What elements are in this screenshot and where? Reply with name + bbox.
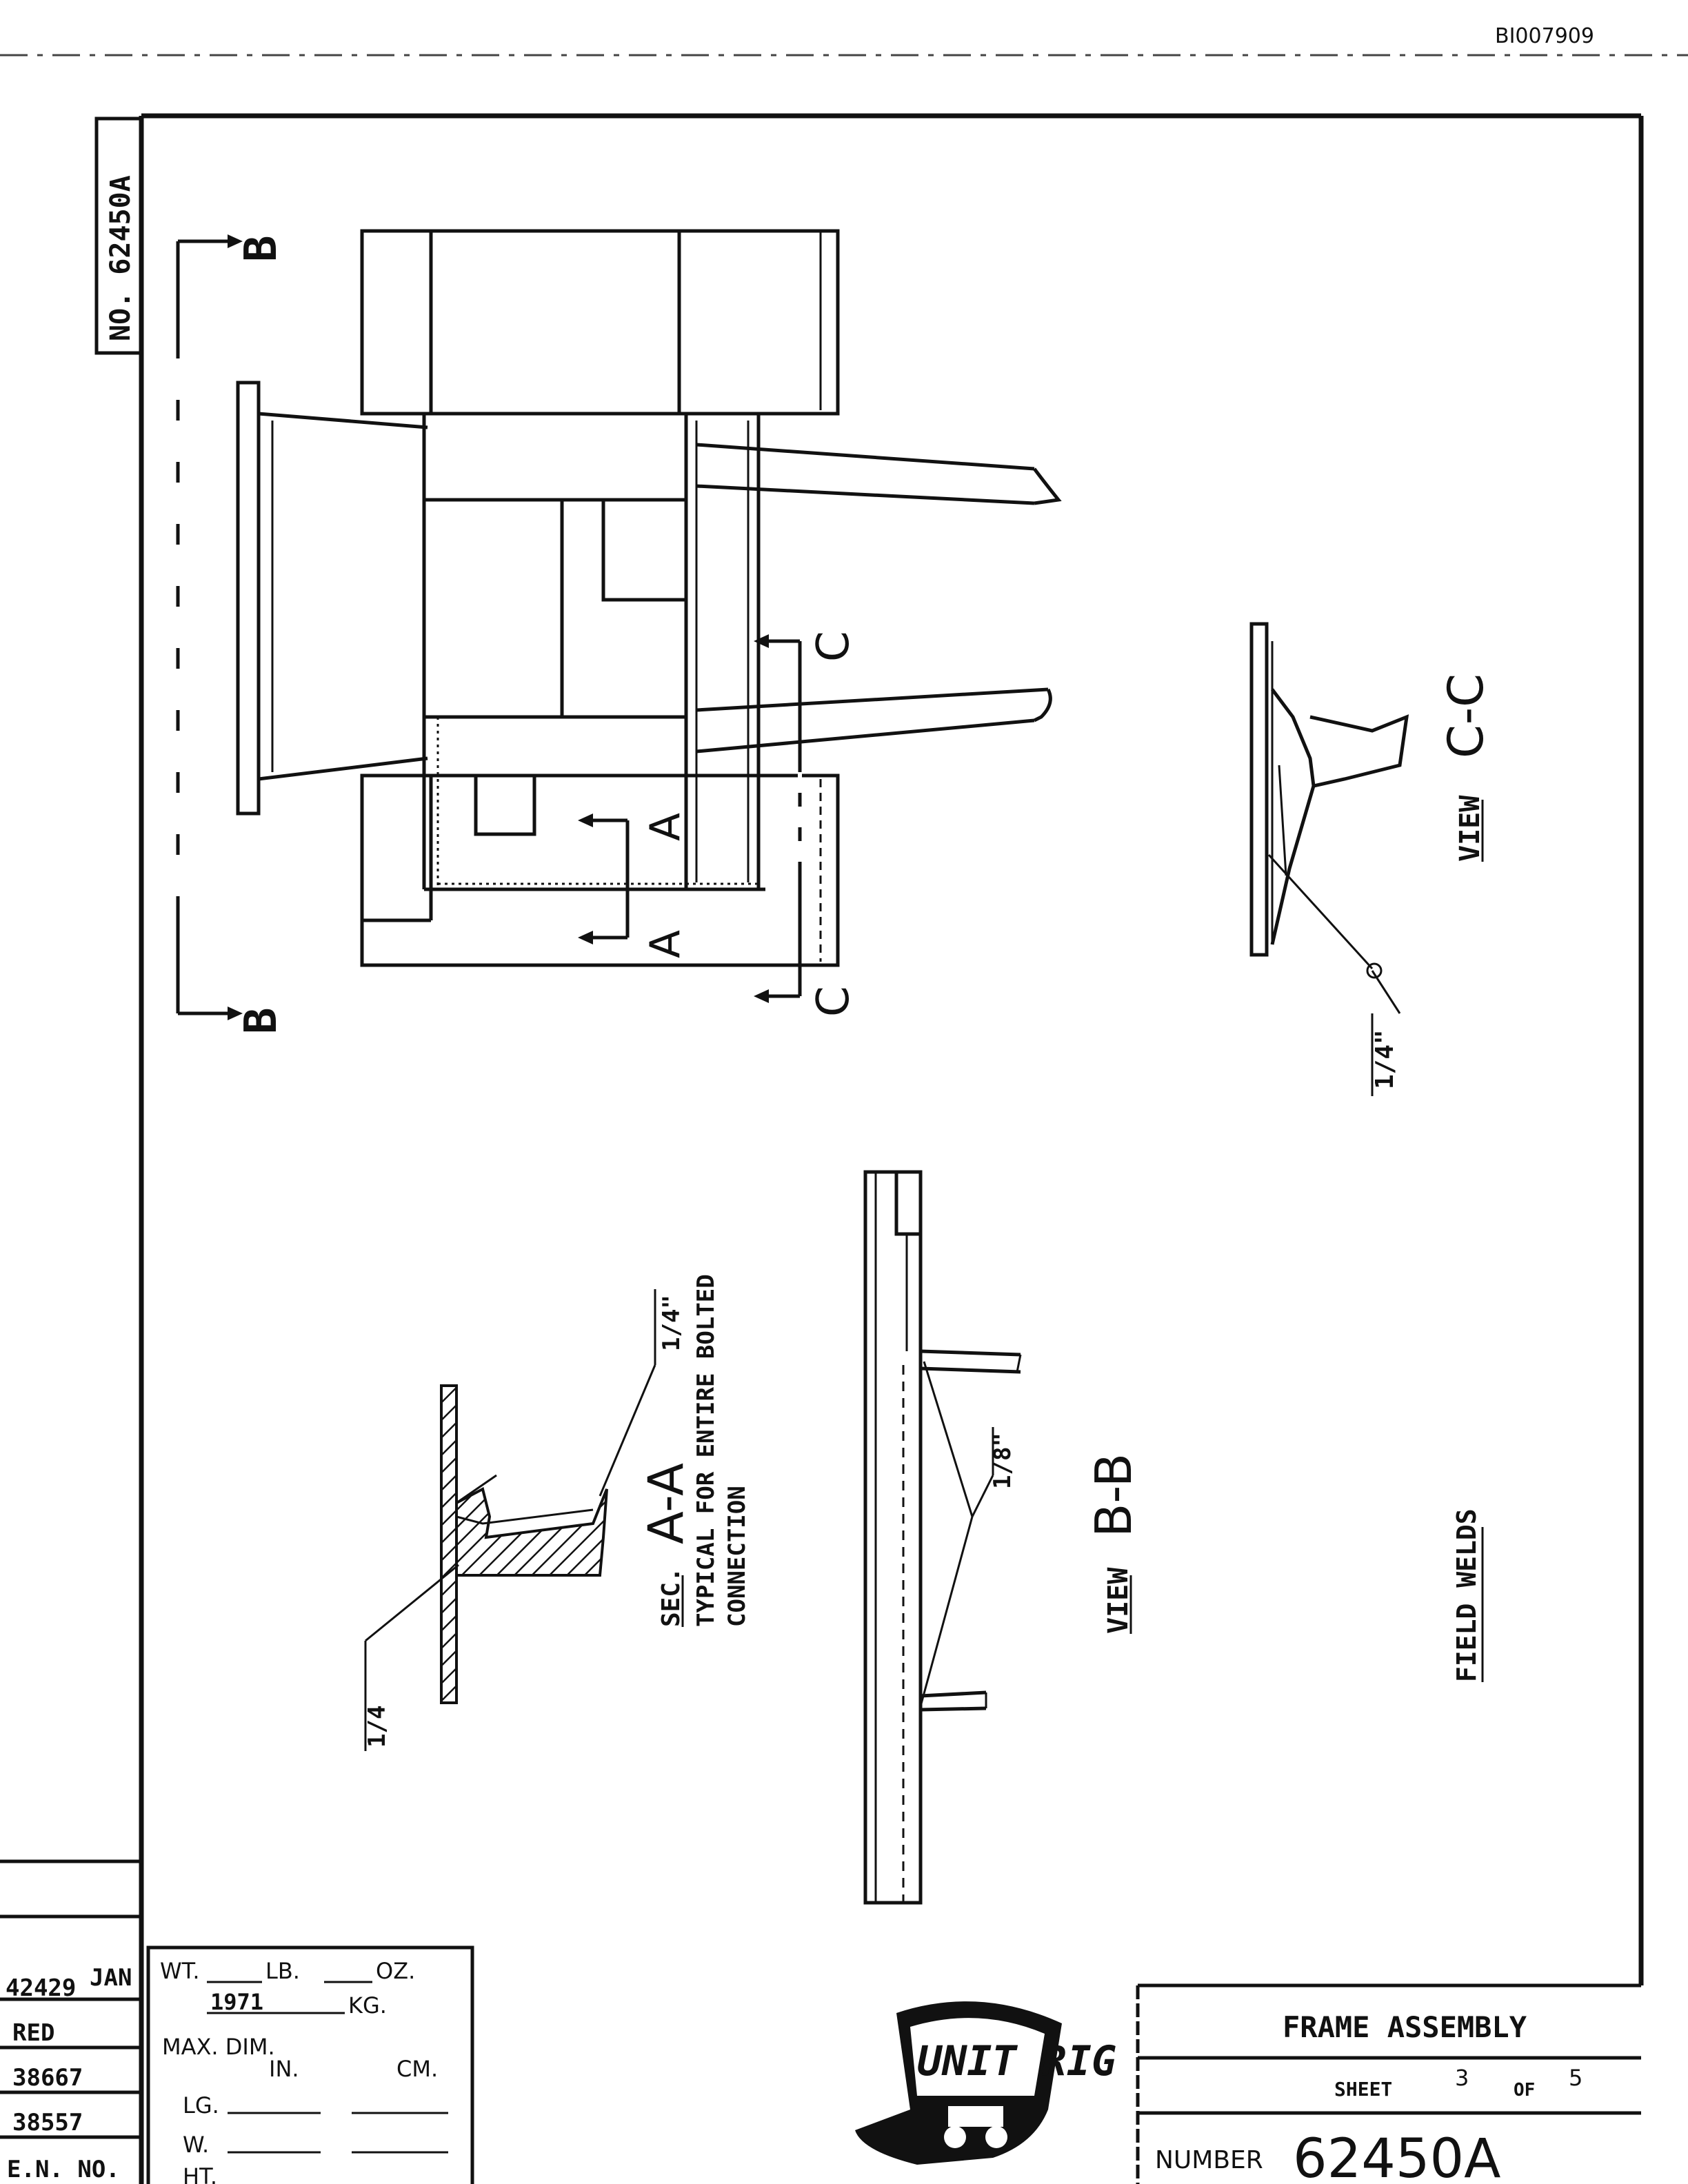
section-a-a-name: A-A <box>638 1463 694 1544</box>
number-tab: NO. 62450A <box>94 117 143 355</box>
view-c-c-prefix: VIEW <box>1454 795 1486 862</box>
view-b-b-weld-size: 1/8" <box>989 1433 1016 1489</box>
section-a-a-note-line2: CONNECTION <box>723 1486 751 1627</box>
unit-rig-logo-text: UNIT RIG <box>917 2037 1116 2085</box>
view-c-c: 1/4" VIEW C-C <box>1249 622 1494 1096</box>
section-b-top-label: B <box>236 235 287 262</box>
lg-label: LG. <box>183 2092 219 2119</box>
number-label: NUMBER <box>1155 2146 1263 2174</box>
view-c-c-weld-size: 1/4" <box>1371 1029 1399 1089</box>
unit-rig-logo: UNIT RIG <box>855 2001 1116 2165</box>
revision-block: 42429 JAN RED 38667 38557 E.N. NO. <box>0 1859 141 2183</box>
section-c-top-label: C <box>808 631 859 662</box>
number-tab-text: NO. 62450A <box>105 175 137 341</box>
w-label: W. <box>183 2132 209 2158</box>
view-c-c-name: C-C <box>1438 674 1494 758</box>
revision-entry-2: RED <box>12 2019 54 2047</box>
oz-label: OZ. <box>376 1958 415 1984</box>
weight-block: WT. LB. OZ. 1971 KG. MAX. DIM. IN. CM. L… <box>146 1945 474 2184</box>
revision-entry-5: E.N. NO. <box>7 2156 120 2183</box>
ht-label: HT. <box>183 2163 217 2184</box>
wt-label: WT. <box>160 1958 200 1984</box>
revision-entry-4: 38557 <box>12 2109 83 2136</box>
title-block: FRAME ASSEMBLY SHEET 3 OF 5 NUMBER 62450… <box>1136 1983 1641 2184</box>
in-label: IN. <box>269 2056 299 2082</box>
revision-entry-1: 42429 <box>6 1974 76 2002</box>
field-welds-text: FIELD WELDS <box>1451 1508 1482 1682</box>
section-a-bottom-label: A <box>641 930 690 958</box>
title-text: FRAME ASSEMBLY <box>1283 2010 1527 2044</box>
section-a-a-weld-right: 1/4" <box>658 1295 685 1351</box>
wt-value: 1971 <box>210 1989 263 2015</box>
cm-label: CM. <box>396 2056 438 2082</box>
revision-note-1: JAN <box>90 1964 132 1992</box>
section-a-a-note-line1: TYPICAL FOR ENTIRE BOLTED <box>692 1274 720 1627</box>
number-value: 62450A <box>1293 2128 1501 2184</box>
revision-entry-3: 38667 <box>12 2064 83 2092</box>
kg-label: KG. <box>348 1992 387 2019</box>
lb-label: LB. <box>265 1958 300 1984</box>
doc-id: BI007909 <box>1495 24 1594 48</box>
view-b-b: 1/8" VIEW B-B <box>863 1170 1143 1905</box>
section-a-a-weld-left: 1/4 <box>363 1706 391 1748</box>
drawing-border <box>139 113 1644 2184</box>
field-welds-note: FIELD WELDS <box>1451 1508 1484 1682</box>
sheet-number: 3 <box>1455 2065 1469 2091</box>
section-a-top-label: A <box>641 813 690 841</box>
main-plan-view: B B <box>176 229 1062 1034</box>
max-dim-label: MAX. DIM. <box>162 2034 275 2060</box>
section-c-bottom-label: C <box>808 986 859 1017</box>
view-b-b-prefix: VIEW <box>1103 1567 1134 1634</box>
section-a-a-prefix: SEC. <box>657 1567 685 1627</box>
sheet-total: 5 <box>1569 2065 1582 2091</box>
section-b-bottom-label: B <box>236 1007 287 1034</box>
of-label: OF <box>1514 2080 1535 2101</box>
sheet-label: SHEET <box>1334 2078 1392 2101</box>
view-b-b-name: B-B <box>1085 1453 1143 1537</box>
section-a-a: 1/4 1/4" SEC. A-A TYPICAL FOR ENTIRE BOL… <box>363 1274 751 1751</box>
scan-header: BI007909 <box>0 24 1688 57</box>
